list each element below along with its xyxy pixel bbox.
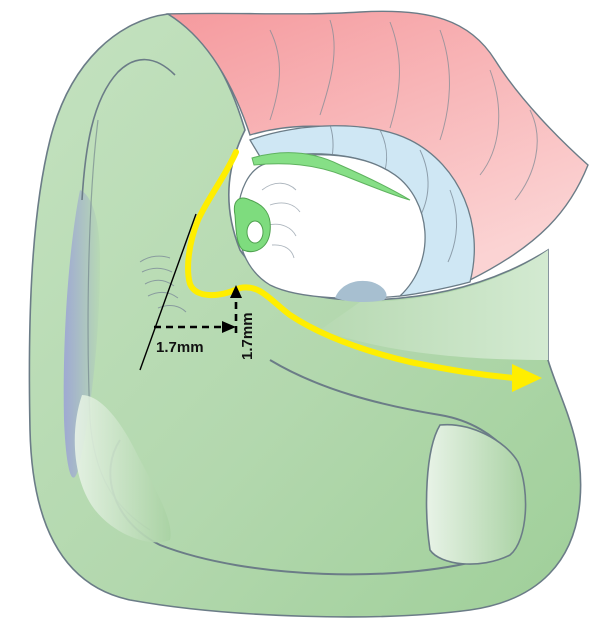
- vertical-distance-label: 1.7mm: [239, 312, 256, 360]
- horizontal-distance-label: 1.7mm: [156, 339, 204, 356]
